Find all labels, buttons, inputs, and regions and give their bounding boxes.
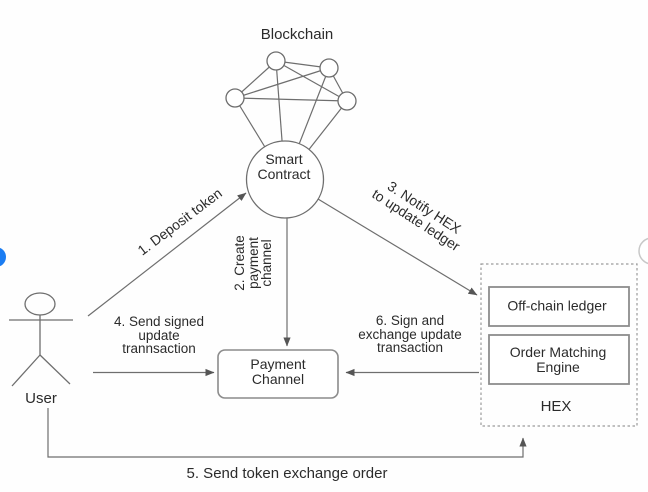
blockchain-title: Blockchain xyxy=(260,26,334,43)
arrow-3-notify-hex xyxy=(317,198,478,296)
user-figure xyxy=(9,292,73,387)
smart-contract-node xyxy=(245,140,325,219)
edge-label-send-token-order: 5. Send token exchange order xyxy=(186,465,388,482)
user-label: User xyxy=(25,390,57,407)
edge-label-send-signed-update: 4. Send signed update trannsaction xyxy=(113,313,205,356)
order-matching-engine-label: Order Matching Engine xyxy=(509,344,607,375)
blockchain-node-circles xyxy=(225,51,357,111)
edge-label-sign-exchange-update: 6. Sign and exchange update transaction xyxy=(358,312,462,355)
offchain-ledger-label: Off-chain ledger xyxy=(507,297,607,314)
payment-channel-box xyxy=(217,349,339,399)
prev-nav-icon[interactable] xyxy=(0,247,6,267)
next-nav-icon[interactable] xyxy=(638,237,648,265)
arrow-1-deposit-token xyxy=(87,192,247,317)
smart-contract-label: Smart Contract xyxy=(257,151,311,182)
arrow-5-token-order xyxy=(47,408,527,458)
payment-channel-label: Payment Channel xyxy=(250,356,306,387)
hex-container-box xyxy=(480,263,638,427)
offchain-ledger-box xyxy=(488,286,630,327)
edge-label-create-payment-channel: 2. Create payment channel xyxy=(231,235,274,291)
hex-label: HEX xyxy=(540,398,572,415)
flow-arrows xyxy=(47,192,527,458)
order-matching-engine-box xyxy=(488,334,630,385)
